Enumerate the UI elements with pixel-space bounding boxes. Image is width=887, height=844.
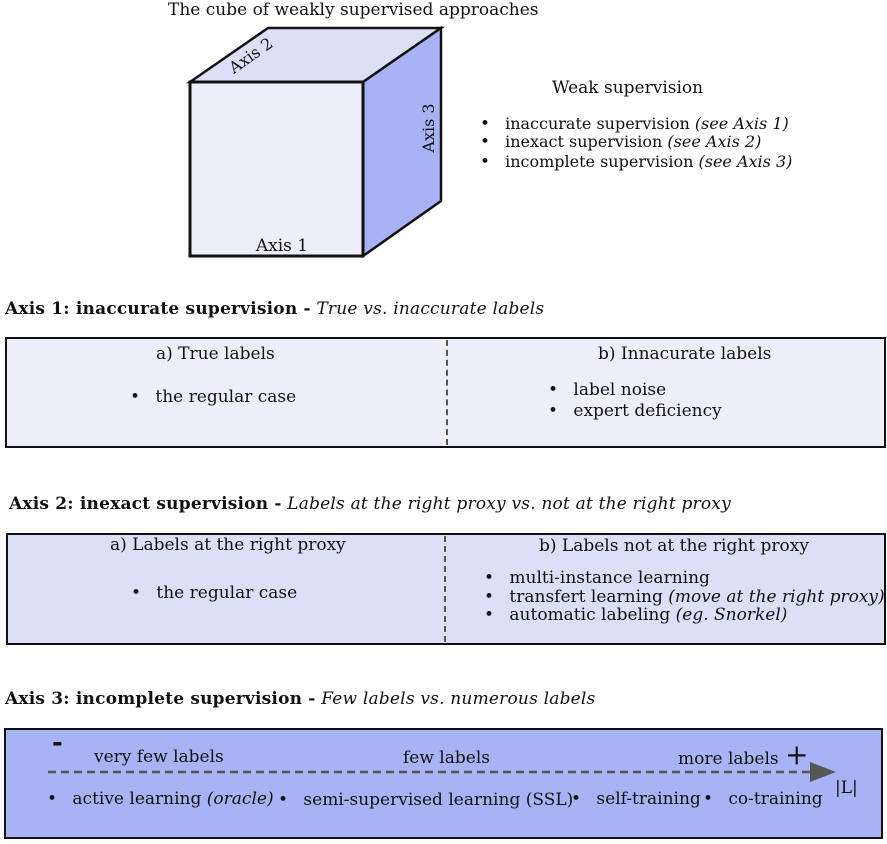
axis3-heading: Axis 3: incomplete supervision - Few lab… bbox=[5, 689, 595, 709]
axis2-heading-bold: Axis 2: inexact supervision - bbox=[9, 494, 282, 514]
axis3-method-4-label: co-training bbox=[728, 789, 823, 809]
axis2-right-item-2: transfert learning (move at the right pr… bbox=[484, 587, 885, 607]
axis3-method-4: co-training bbox=[703, 789, 823, 809]
axis3-method-3: self-training bbox=[571, 789, 701, 809]
axis3-plus-sign: + bbox=[785, 738, 809, 771]
axis3-axis-label: |L| bbox=[835, 778, 858, 798]
axis3-method-3-label: self-training bbox=[596, 789, 701, 809]
cube-diagram: Axis 1 Axis 2 Axis 3 bbox=[185, 25, 446, 259]
axis2-right-item-1-label: multi-instance learning bbox=[509, 568, 710, 588]
weak-supervision-title: Weak supervision bbox=[552, 78, 704, 98]
axis3-method-1-note: (oracle) bbox=[206, 789, 274, 809]
weak-item-3: incomplete supervision (see Axis 3) bbox=[480, 152, 792, 172]
axis1-right-item-2-label: expert deficiency bbox=[573, 401, 722, 421]
axis3-box bbox=[4, 728, 883, 839]
axis2-heading: Axis 2: inexact supervision - Labels at … bbox=[9, 494, 731, 514]
axis2-right-item-2-note: (move at the right proxy) bbox=[668, 587, 885, 607]
weak-item-2: inexact supervision (see Axis 2) bbox=[480, 132, 761, 152]
axis3-heading-italic: Few labels vs. numerous labels bbox=[321, 689, 596, 709]
weak-item-1-ref: (see Axis 1) bbox=[694, 114, 789, 133]
weak-item-1: inaccurate supervision (see Axis 1) bbox=[480, 114, 789, 134]
axis2-heading-italic: Labels at the right proxy vs. not at the… bbox=[287, 494, 731, 514]
axis3-method-2-label: semi-supervised learning (SSL) bbox=[303, 790, 574, 810]
axis1-left-item-1: the regular case bbox=[130, 387, 296, 407]
axis2-left-item-1: the regular case bbox=[131, 583, 297, 603]
axis2-right-item-1: multi-instance learning bbox=[484, 568, 710, 588]
axis1-divider bbox=[446, 340, 448, 445]
weak-item-3-label: incomplete supervision bbox=[505, 152, 694, 171]
weak-item-3-ref: (see Axis 3) bbox=[698, 152, 793, 171]
axis3-minus-sign: - bbox=[52, 728, 63, 758]
axis2-left-title: a) Labels at the right proxy bbox=[110, 535, 346, 555]
axis3-method-1-label: active learning bbox=[72, 789, 202, 809]
cube-front-face bbox=[188, 80, 365, 258]
weak-item-2-ref: (see Axis 2) bbox=[667, 132, 762, 151]
axis1-left-item-1-label: the regular case bbox=[155, 387, 297, 407]
axis3-scale-few: few labels bbox=[403, 748, 490, 768]
axis1-right-item-2: expert deficiency bbox=[548, 401, 722, 421]
cube-axis3-label: Axis 3 bbox=[419, 103, 438, 153]
axis2-divider bbox=[444, 536, 446, 642]
axis2-right-item-3-note: (eg. Snorkel) bbox=[675, 605, 788, 625]
axis2-right-title: b) Labels not at the right proxy bbox=[539, 536, 809, 556]
axis3-scale-more: more labels bbox=[678, 749, 779, 769]
axis1-heading-bold: Axis 1: inaccurate supervision - bbox=[5, 299, 311, 319]
axis3-method-2: semi-supervised learning (SSL) bbox=[278, 790, 573, 810]
axis3-scale-very-few: very few labels bbox=[94, 747, 224, 767]
weak-item-1-label: inaccurate supervision bbox=[505, 114, 690, 133]
axis1-heading: Axis 1: inaccurate supervision - True vs… bbox=[5, 299, 544, 319]
axis2-right-item-3: automatic labeling (eg. Snorkel) bbox=[484, 605, 787, 625]
axis1-heading-italic: True vs. inaccurate labels bbox=[316, 299, 545, 319]
axis1-right-item-1-label: label noise bbox=[573, 380, 667, 400]
cube-title: The cube of weakly supervised approaches bbox=[168, 0, 539, 20]
axis2-left-item-1-label: the regular case bbox=[156, 583, 298, 603]
axis1-right-title: b) Innacurate labels bbox=[598, 344, 772, 364]
axis3-method-1: active learning (oracle) bbox=[47, 789, 274, 809]
axis2-right-item-3-label: automatic labeling bbox=[509, 605, 671, 625]
weak-item-2-label: inexact supervision bbox=[505, 132, 663, 151]
axis1-right-item-1: label noise bbox=[548, 380, 666, 400]
cube-axis1-label: Axis 1 bbox=[255, 236, 308, 256]
axis3-heading-bold: Axis 3: incomplete supervision - bbox=[5, 689, 316, 709]
axis1-left-title: a) True labels bbox=[156, 344, 275, 364]
axis2-right-item-2-label: transfert learning bbox=[509, 587, 663, 607]
